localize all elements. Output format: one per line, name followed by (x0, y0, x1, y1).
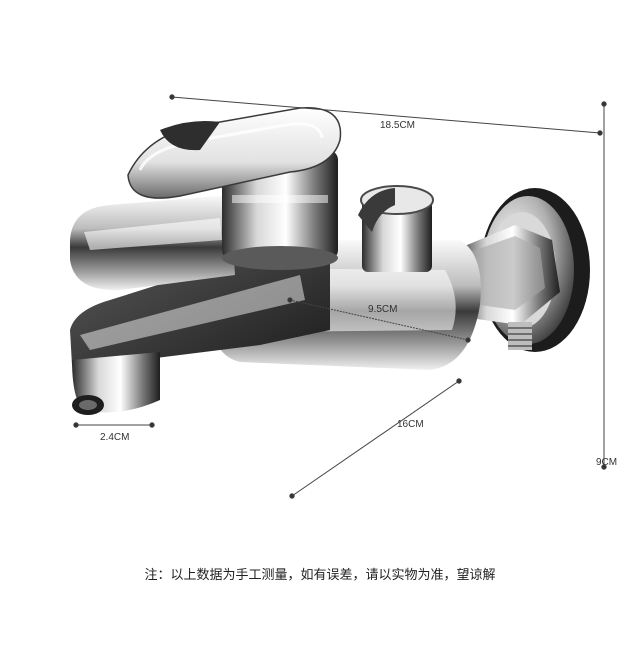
spout-outlet-label: 2.4CM (100, 432, 130, 443)
diverter-knob (358, 185, 434, 272)
dimension-lines (73, 94, 607, 499)
overall-length-start-dot (169, 94, 175, 100)
spout-reach-end-dot (456, 378, 462, 384)
spout (70, 240, 330, 415)
body-width-label: 9.5CM (368, 304, 398, 315)
hex-connector (455, 225, 560, 350)
lever-handle (127, 107, 342, 199)
height-start-dot (601, 101, 607, 107)
height-label: 9CM (596, 457, 618, 468)
overall-length-line (171, 96, 601, 134)
body-width-start-dot (287, 297, 293, 303)
spout-reach-label: 16CM (397, 419, 424, 430)
body-width-line (289, 299, 469, 341)
spout-outlet-start-dot (73, 422, 79, 428)
body-width-end-dot (465, 337, 471, 343)
height-end-dot (601, 464, 607, 470)
overall-length-label: 18.5CM (380, 120, 416, 131)
overall-length-end-dot (597, 130, 603, 136)
spout-outlet-end-dot (149, 422, 155, 428)
back-housing (70, 195, 235, 291)
spout-reach-start-dot (289, 493, 295, 499)
measurement-disclaimer: 注：以上数据为手工测量，如有误差，请以实物为准，望谅解 (144, 568, 496, 583)
spout-reach-line (291, 380, 460, 497)
